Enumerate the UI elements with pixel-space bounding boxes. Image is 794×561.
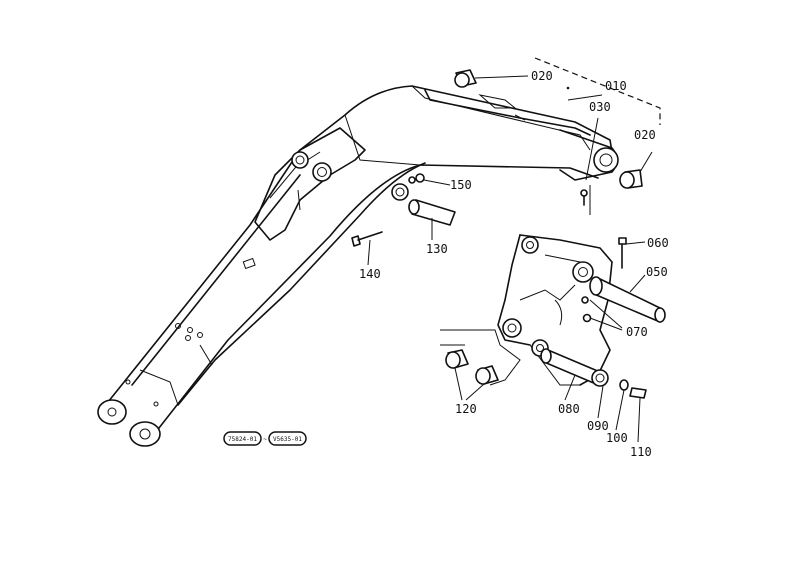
part-050-pin (589, 274, 666, 323)
callout-140: 140 (359, 267, 381, 281)
boom (97, 85, 619, 447)
part-010-dot (566, 86, 570, 90)
callout-130: 130 (426, 242, 448, 256)
part-100-washer (615, 379, 629, 431)
serial-range-badges: 75824-01 ~ V5635-01 (223, 431, 307, 446)
callout-090: 090 (587, 419, 609, 433)
callout-010: 010 (605, 79, 627, 93)
callout-020-top: 020 (531, 69, 553, 83)
part-030-grease-fitting (580, 117, 599, 215)
callout-060: 060 (647, 236, 669, 250)
callout-070: 070 (626, 325, 648, 339)
callout-050: 050 (646, 265, 668, 279)
part-090-washer (591, 369, 609, 419)
callout-120: 120 (455, 402, 477, 416)
part-150-grease-fitting (408, 173, 451, 186)
callout-080: 080 (558, 402, 580, 416)
serial-separator: ~ (263, 436, 267, 443)
part-110-bolt (629, 387, 647, 443)
part-060-bolt (618, 237, 646, 269)
part-010-leader (567, 94, 603, 101)
part-130-pin (408, 199, 456, 240)
part-140-bolt (351, 231, 383, 266)
part-070-grease-fitting (581, 296, 623, 331)
callout-110: 110 (630, 445, 652, 459)
serial-from-badge: 75824-01 (228, 436, 257, 443)
part-010-dashed-bracket (534, 57, 661, 125)
part-120-bushings (445, 349, 499, 401)
serial-to-badge: V5635-01 (273, 436, 302, 443)
part-020-bushing-top (454, 69, 529, 88)
callout-030: 030 (589, 100, 611, 114)
callout-100: 100 (606, 431, 628, 445)
part-080-pin (540, 348, 601, 401)
callout-020-right: 020 (634, 128, 656, 142)
callout-150: 150 (450, 178, 472, 192)
part-020-bushing-right (619, 151, 653, 189)
